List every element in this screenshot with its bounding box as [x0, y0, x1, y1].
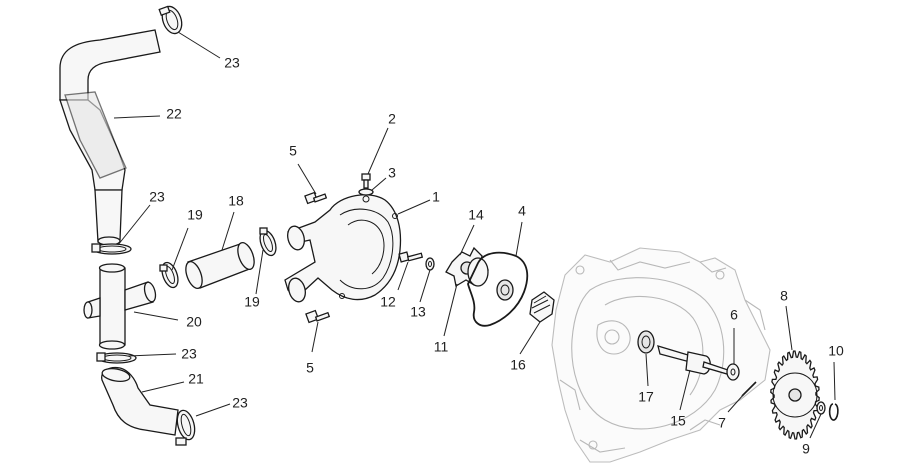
callout-labels: 23 22 23 19 18 19 20 23 21 23 5 5 2 3 1 … [149, 55, 844, 457]
hose-clamp-23-top [158, 5, 183, 35]
seal-14 [467, 257, 489, 287]
callout-14: 14 [468, 207, 484, 223]
callout-22: 22 [166, 106, 182, 122]
gear-8 [770, 350, 820, 440]
washer-3 [358, 188, 374, 196]
t-fitting-20 [83, 263, 157, 350]
callout-18: 18 [228, 193, 244, 209]
bolt-12 [398, 251, 424, 263]
hose-clamp-23-bottom [175, 409, 196, 446]
hose-18 [185, 241, 255, 290]
hose-lower-21 [101, 366, 179, 436]
callout-20: 20 [186, 314, 202, 330]
engine-casing-outline [551, 247, 771, 463]
washer-9 [816, 401, 826, 415]
hose-clamp-23-lower [96, 352, 137, 364]
callout-16: 16 [510, 357, 526, 373]
callout-21: 21 [188, 371, 204, 387]
washer-13 [425, 257, 435, 271]
callout-23-mid: 23 [149, 189, 165, 205]
hose-clamp-19-left [159, 261, 179, 289]
callout-9: 9 [802, 441, 810, 457]
screw-2 [361, 173, 371, 189]
callout-3: 3 [388, 165, 396, 181]
callout-23-top: 23 [224, 55, 240, 71]
callout-19-left: 19 [187, 207, 203, 223]
callout-5-lower: 5 [306, 360, 314, 376]
washer-6 [726, 363, 740, 381]
callout-10: 10 [828, 343, 844, 359]
shaft-15 [657, 345, 729, 375]
leader-lines [113, 31, 836, 439]
callout-17: 17 [638, 389, 654, 405]
callout-5-upper: 5 [289, 143, 297, 159]
screw-5-lower [305, 309, 331, 324]
callout-23-bottom: 23 [232, 395, 248, 411]
callout-7: 7 [718, 415, 726, 431]
callout-2: 2 [388, 111, 396, 127]
callout-4: 4 [518, 203, 526, 219]
pump-cover-1 [284, 194, 402, 303]
callout-1: 1 [432, 189, 440, 205]
callout-13: 13 [410, 304, 426, 320]
screw-5-upper [304, 191, 328, 205]
callout-8: 8 [780, 288, 788, 304]
mechanical-seal-16 [529, 291, 555, 323]
callout-12: 12 [380, 294, 396, 310]
callout-19-right: 19 [244, 294, 260, 310]
bearing-17 [637, 330, 655, 354]
hose-upper-22 [59, 29, 161, 246]
pin-7 [741, 381, 757, 397]
callout-23-lower: 23 [181, 346, 197, 362]
callout-6: 6 [730, 307, 738, 323]
circlip-10 [828, 403, 839, 421]
hose-clamp-19-right [259, 227, 277, 257]
gasket-4 [467, 251, 529, 327]
callout-15: 15 [670, 413, 686, 429]
hose-clamp-23-mid [91, 243, 132, 255]
callout-11: 11 [434, 339, 449, 355]
